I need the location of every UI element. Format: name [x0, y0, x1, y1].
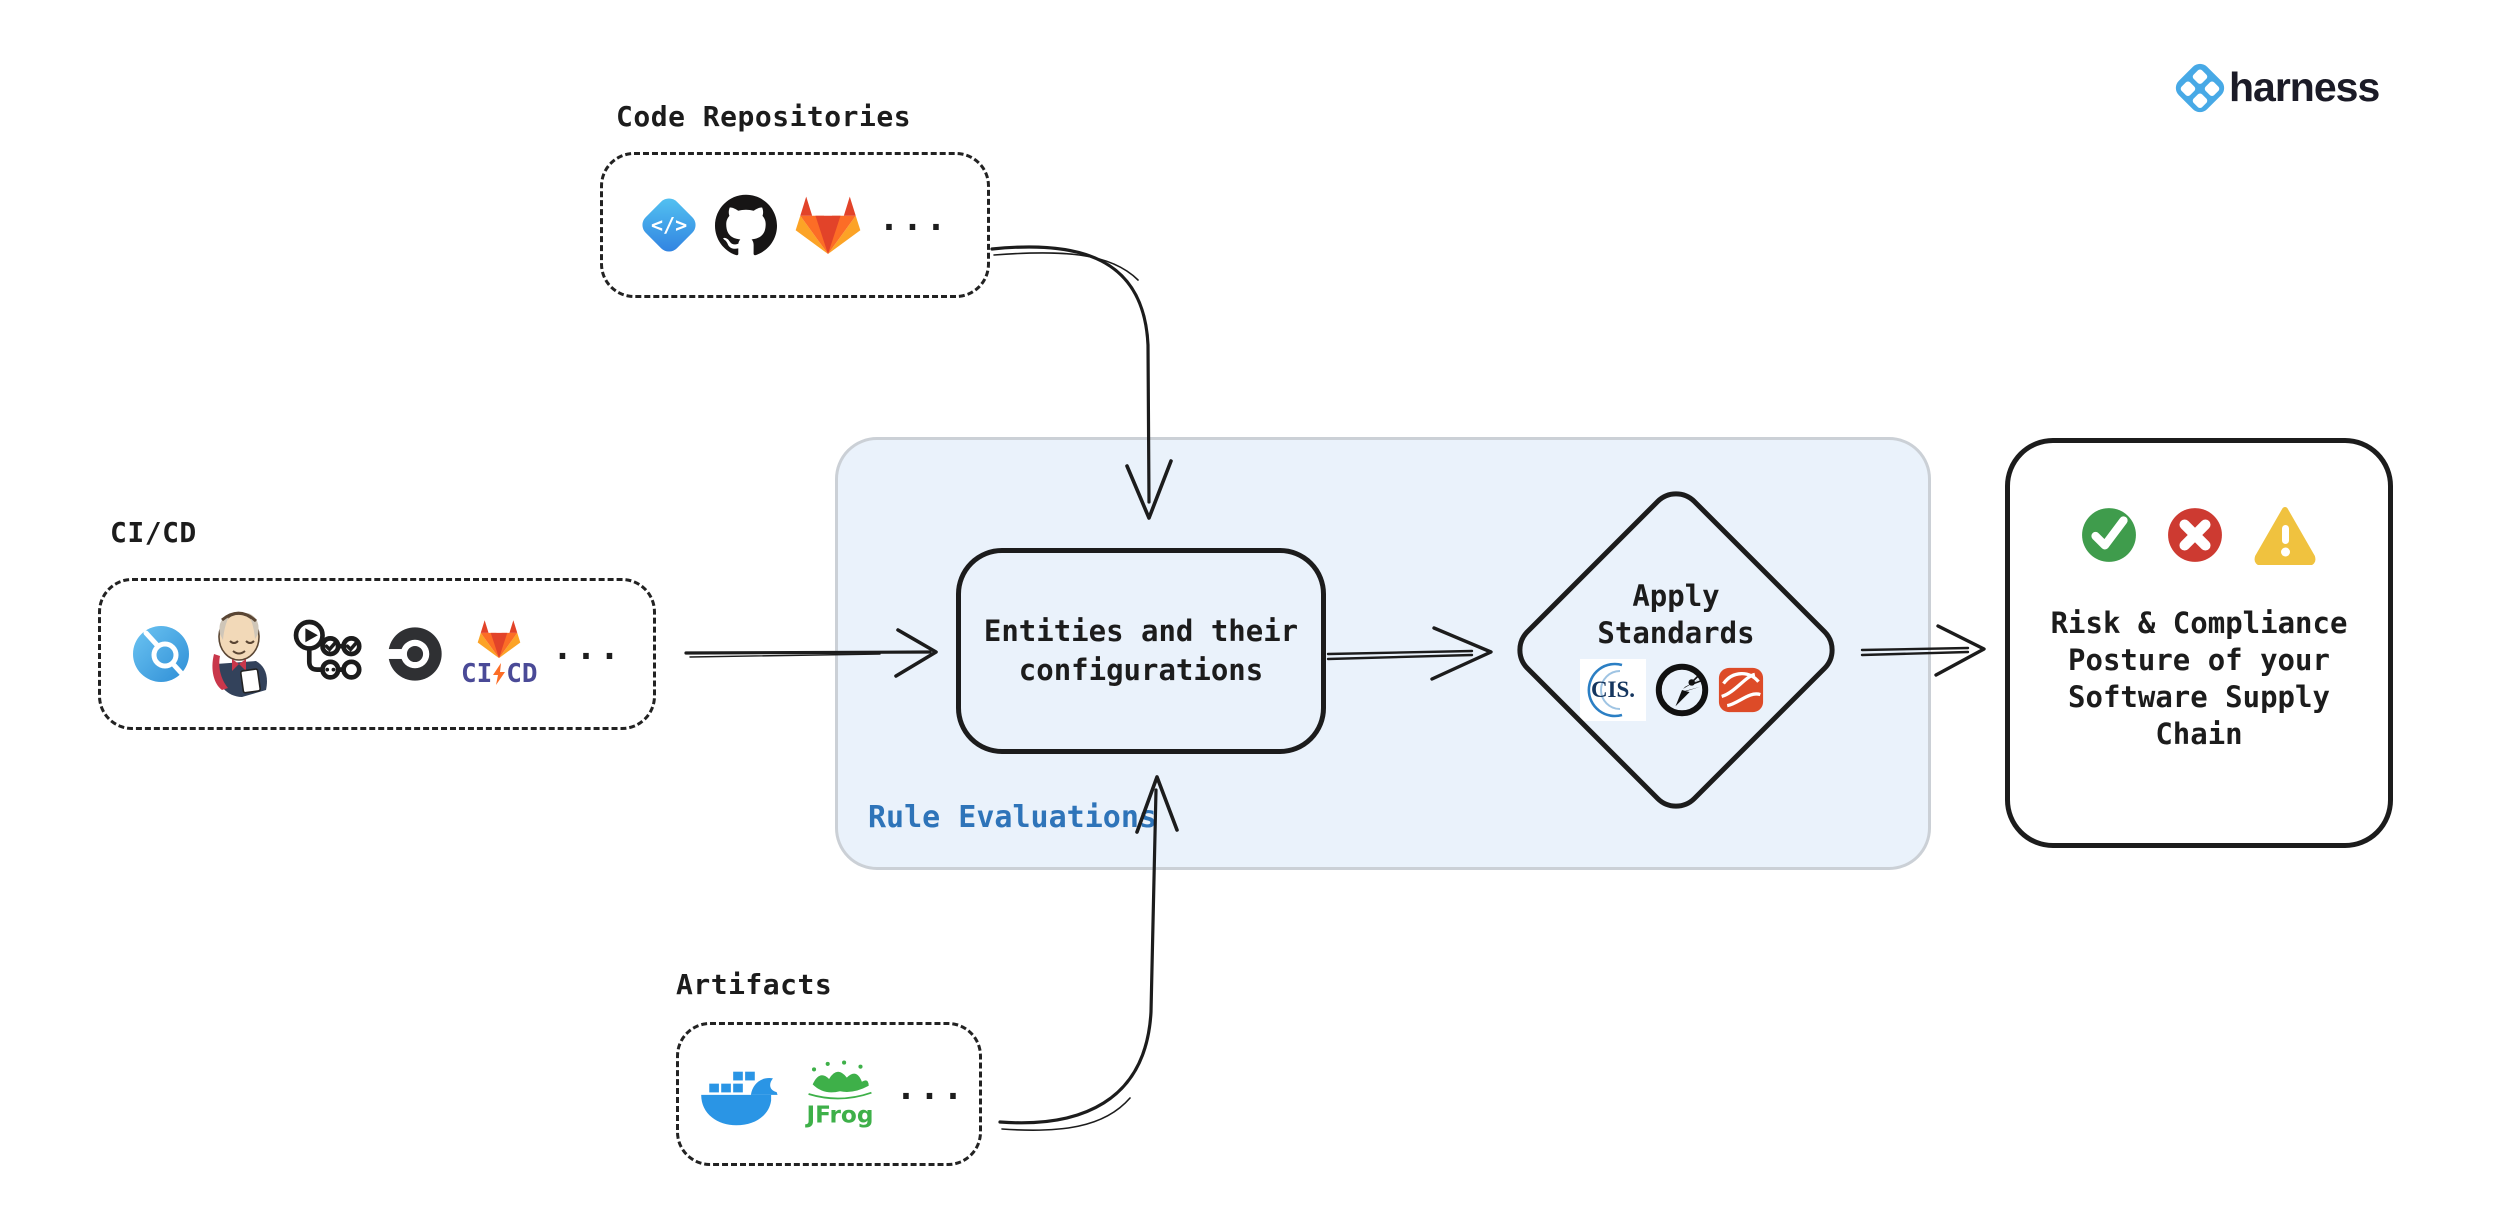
- gitlab-ci-text: CI: [460, 659, 493, 689]
- orange-standard-icon: [1718, 667, 1764, 713]
- gitlab-cd-text: CD: [506, 659, 538, 689]
- jfrog-icon: JFrog: [804, 1060, 873, 1129]
- outcome-box: Risk & Compliance Posture of your Softwa…: [2005, 438, 2393, 848]
- check-icon: [2082, 508, 2136, 562]
- cicd-box: CI CD ...: [98, 578, 656, 730]
- entities-line2: configurations: [1018, 653, 1264, 687]
- entities-line1: Entities and their: [983, 614, 1299, 648]
- code-repositories-box: </> ...: [600, 152, 990, 298]
- lightning-icon: [493, 663, 506, 685]
- outcome-text: Risk & Compliance Posture of your Softwa…: [2051, 605, 2348, 753]
- outcome-line1: Risk & Compliance: [2050, 606, 2348, 640]
- apply-standards-line1: Apply: [1632, 579, 1720, 613]
- entities-box: Entities and their configurations: [956, 548, 1326, 754]
- warning-icon: [2254, 507, 2316, 565]
- code-repositories-ellipsis: ...: [878, 199, 950, 239]
- code-repositories-label: Code Repositories: [616, 100, 912, 133]
- artifacts-label: Artifacts: [676, 968, 833, 1001]
- harness-code-icon: </>: [637, 193, 700, 257]
- circleci-icon: [384, 627, 442, 681]
- cis-label: CIS.: [1590, 677, 1636, 702]
- github-actions-icon: [293, 619, 362, 680]
- standards-icons: CIS.: [1580, 659, 1764, 721]
- outcome-line3: Software Supply: [2068, 680, 2330, 714]
- jfrog-wordmark: JFrog: [804, 1102, 873, 1129]
- cis-icon: CIS.: [1580, 659, 1646, 721]
- docker-icon: [700, 1070, 778, 1126]
- status-icons-row: [2080, 505, 2318, 565]
- gitlab-icon: [795, 196, 861, 255]
- apply-standards-label: Apply Standards: [1556, 578, 1796, 652]
- jenkins-icon: [212, 611, 268, 697]
- cross-icon: [2168, 508, 2222, 562]
- apply-standards-line2: Standards: [1597, 616, 1755, 650]
- gitlab-cicd-icon: CI CD: [460, 619, 538, 689]
- cicd-ellipsis: ...: [552, 628, 623, 668]
- gitlab-fox-icon: [477, 620, 521, 659]
- outcome-line4: Chain: [2155, 717, 2243, 751]
- harness-brand: harness: [2171, 59, 2380, 116]
- outcome-line2: Posture of your: [2068, 643, 2330, 677]
- artifacts-box: JFrog ...: [676, 1022, 982, 1166]
- cicd-label: CI/CD: [110, 516, 197, 549]
- harness-logo-icon: [2171, 59, 2229, 116]
- github-icon: [714, 194, 777, 256]
- artifacts-ellipsis: ...: [895, 1068, 967, 1108]
- harness-ci-icon: [133, 626, 190, 682]
- harness-wordmark: harness: [2229, 64, 2380, 110]
- owasp-icon: [1655, 663, 1709, 717]
- rule-evaluations-label: Rule Evaluations: [868, 800, 1157, 835]
